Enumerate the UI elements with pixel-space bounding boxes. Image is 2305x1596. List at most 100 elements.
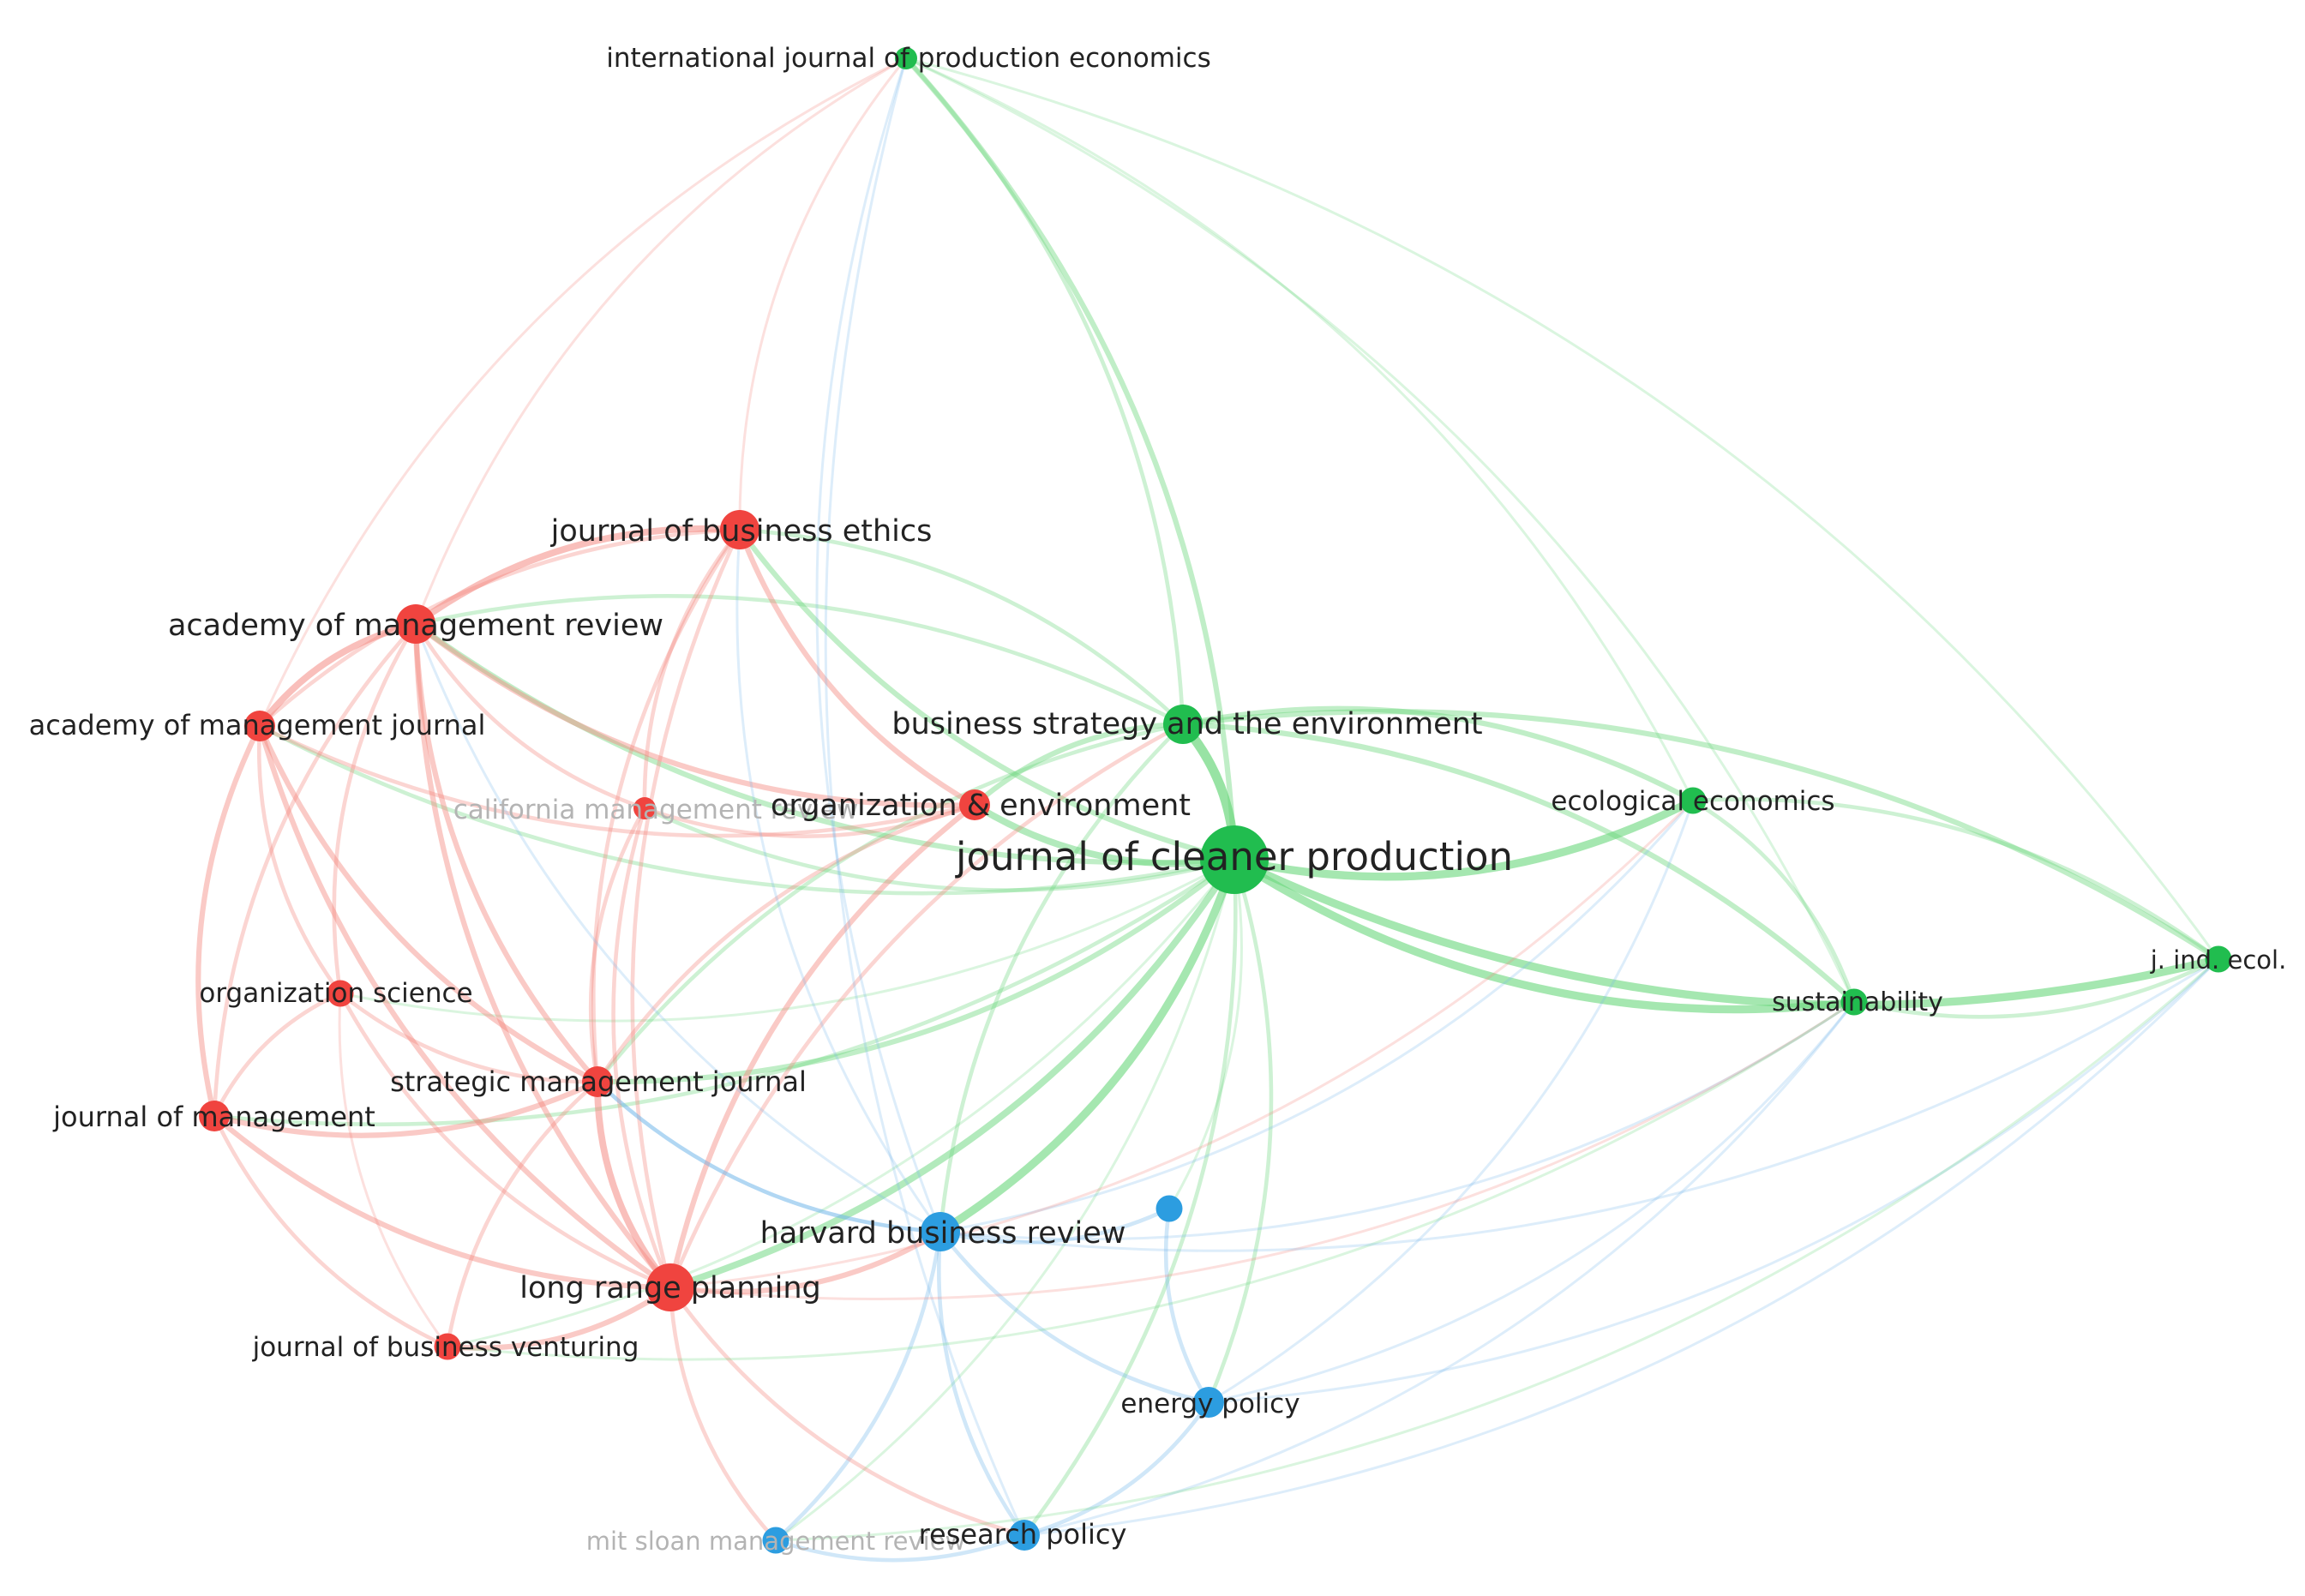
- edge-jie-ep: [1207, 957, 2220, 1404]
- edge-bse-lrp: [668, 722, 1186, 1290]
- edge-ijpe-hbr: [815, 57, 942, 1233]
- edge-jcp-jom: [212, 857, 1237, 1127]
- edge-rp-smr: [773, 1533, 1027, 1563]
- edge-jcp-os: [339, 858, 1236, 1023]
- edge-jcp-hbr: [936, 855, 1239, 1236]
- edge-amr-jbe: [412, 525, 743, 627]
- edge-amj-smj: [256, 723, 601, 1085]
- node-label-rp: research policy: [919, 1518, 1127, 1551]
- edge-jcp-smr: [774, 858, 1236, 1542]
- node-jbv[interactable]: [434, 1333, 461, 1360]
- edge-lrp-jom: [211, 1113, 674, 1291]
- edge-jcp-ep: [1206, 857, 1274, 1405]
- edge-jbe-oe: [736, 526, 978, 808]
- edge-cmr-oe: [642, 802, 977, 838]
- node-label-ijpe: international journal of production econ…: [606, 43, 1210, 74]
- node-bse[interactable]: [1163, 705, 1203, 744]
- edge-sus-jie: [1852, 957, 2221, 1019]
- node-smj[interactable]: [582, 1066, 613, 1097]
- node-jbe[interactable]: [720, 510, 759, 549]
- edge-jcp-amj: [257, 723, 1237, 896]
- edge-amj-jbe: [257, 527, 742, 729]
- edge-cmr-smj: [588, 806, 647, 1084]
- edge-hbr-ep: [938, 1229, 1211, 1405]
- edge-jom-jbv: [212, 1113, 450, 1349]
- edge-bse-oe: [971, 721, 1186, 808]
- edge-bse-smj: [595, 722, 1186, 1084]
- edge-smj-jom: [211, 1078, 601, 1138]
- edge-jcp-rp: [1022, 857, 1238, 1538]
- node-sus[interactable]: [1840, 988, 1868, 1016]
- edge-jbe-smj: [591, 527, 742, 1084]
- node-rp[interactable]: [1009, 1520, 1040, 1551]
- node-blue_un[interactable]: [1156, 1195, 1183, 1222]
- edge-bse-sus: [1180, 721, 1858, 1005]
- node-hbr[interactable]: [921, 1212, 960, 1251]
- edge-jcp-jbv: [446, 858, 1236, 1348]
- edge-hbr-jbe: [735, 528, 942, 1233]
- edge-oe-smj: [595, 802, 977, 1084]
- node-jie[interactable]: [2205, 945, 2232, 973]
- node-lrp[interactable]: [646, 1263, 694, 1311]
- node-cmr[interactable]: [633, 797, 656, 819]
- edge-hbr-smj: [595, 1079, 943, 1234]
- node-label-smj: strategic management journal: [390, 1065, 807, 1098]
- node-ep[interactable]: [1193, 1387, 1224, 1418]
- node-label-jcp: journal of cleaner production: [955, 834, 1513, 879]
- node-oe[interactable]: [959, 789, 990, 820]
- node-label-jbv: journal of business venturing: [252, 1332, 639, 1363]
- edge-amr-cmr: [413, 621, 647, 811]
- node-label-os: organization science: [199, 978, 472, 1009]
- node-ee[interactable]: [1679, 787, 1707, 814]
- node-amr[interactable]: [396, 604, 435, 644]
- edge-smj-jbv: [445, 1079, 600, 1349]
- node-amj[interactable]: [244, 711, 275, 741]
- edge-sus-lrp: [669, 1000, 1856, 1300]
- edge-bse-hbr: [938, 722, 1186, 1234]
- node-label-smr: mit sloan management review: [586, 1527, 966, 1556]
- edge-bse-jie: [1180, 709, 2222, 963]
- node-ijpe[interactable]: [895, 47, 917, 69]
- node-label-lrp: long range planning: [519, 1271, 820, 1305]
- edge-amj-oe: [257, 723, 977, 838]
- node-smr[interactable]: [762, 1527, 789, 1554]
- edge-ijpe-amr: [414, 57, 908, 626]
- edge-lrp-os: [338, 991, 673, 1290]
- edge-lrp-jbv: [444, 1284, 674, 1351]
- edge-amr-oe: [412, 621, 978, 808]
- edge-smj-os: [338, 991, 600, 1084]
- node-jom[interactable]: [199, 1101, 230, 1131]
- edge-ee-hbr: [939, 799, 1695, 1233]
- edge-amr-lrp: [412, 621, 674, 1291]
- edge-ijpe-jie: [904, 57, 2220, 961]
- node-os[interactable]: [327, 980, 354, 1007]
- edge-bse-ijpe: [903, 56, 1186, 727]
- edge-jcp-oe: [971, 801, 1238, 867]
- node-layer: [199, 47, 2232, 1554]
- edge-jie-smr: [774, 957, 2220, 1542]
- edge-amr-amj: [256, 621, 419, 729]
- edge-jcp-sus: [1230, 855, 1858, 1014]
- edge-ijpe-sus: [904, 57, 1856, 1004]
- node-label-jie: j. ind. ecol.: [2150, 945, 2287, 975]
- edge-lrp-cmr: [611, 806, 673, 1290]
- edge-ep-blue_un: [1163, 1206, 1211, 1405]
- edge-jbe-lrp: [630, 527, 742, 1290]
- edge-sus-hbr: [939, 1000, 1856, 1241]
- edge-jcp-blue_un: [1168, 858, 1243, 1210]
- edge-jcp-amr: [412, 621, 1238, 866]
- edge-sus-ep: [1207, 1000, 1856, 1404]
- edge-ee-lrp: [669, 799, 1695, 1289]
- edge-ee-sus: [1690, 798, 1857, 1005]
- node-label-sus: sustainability: [1772, 987, 1943, 1017]
- edge-rp-lrp: [668, 1285, 1027, 1538]
- edge-amj-lrp: [256, 723, 674, 1291]
- edge-jbe-cmr: [642, 527, 742, 811]
- edge-hbr-amr: [414, 622, 942, 1233]
- node-label-hbr: harvard business review: [760, 1216, 1126, 1251]
- edge-rp-ep: [1022, 1400, 1211, 1538]
- edge-bse-ee: [1180, 705, 1696, 804]
- edge-lrp-hbr: [667, 1228, 944, 1295]
- node-jcp[interactable]: [1200, 825, 1269, 894]
